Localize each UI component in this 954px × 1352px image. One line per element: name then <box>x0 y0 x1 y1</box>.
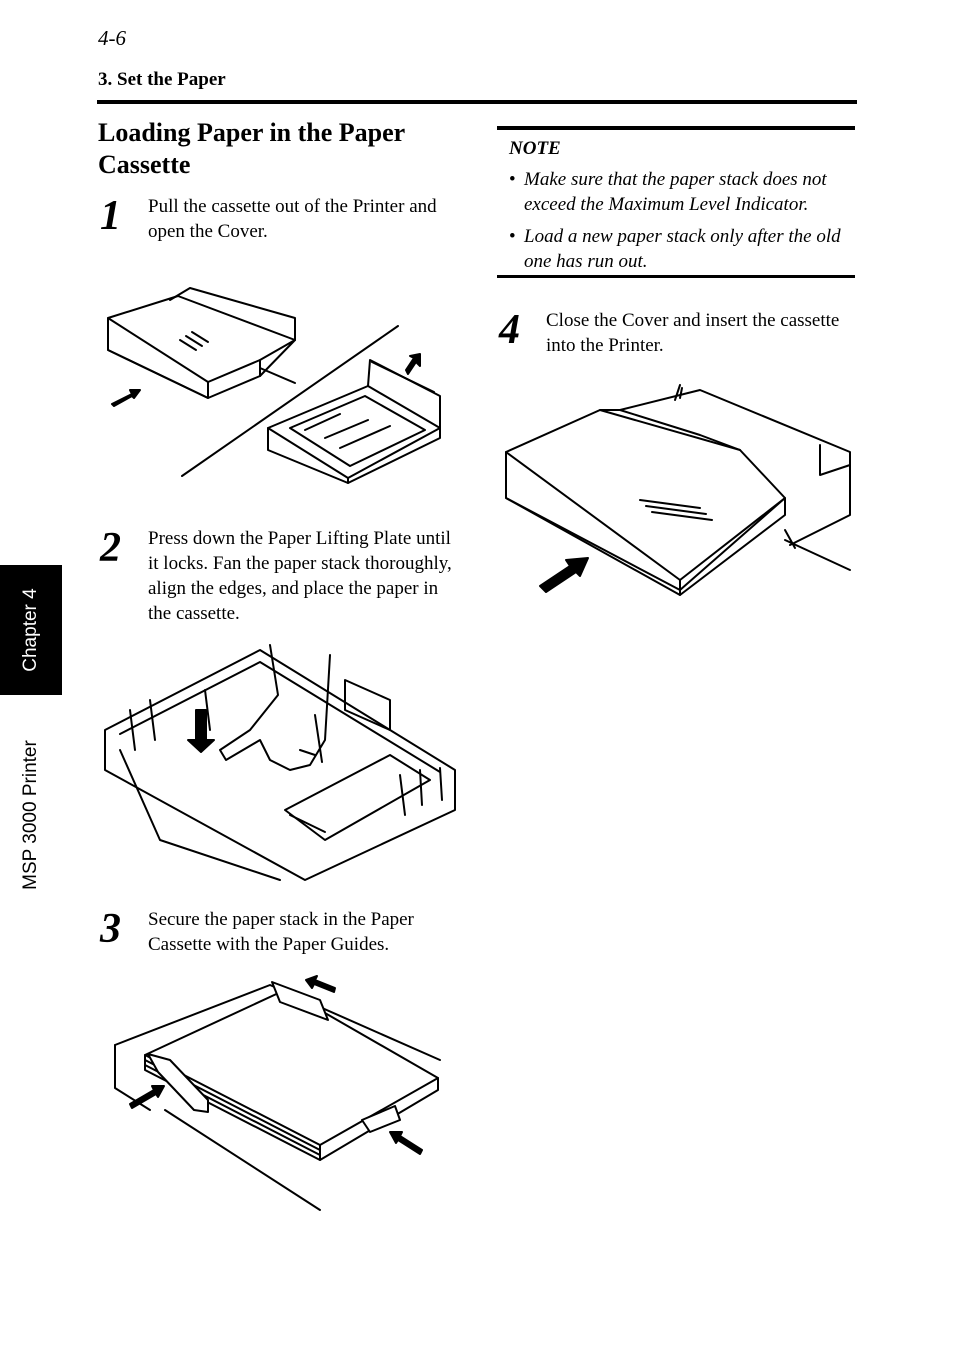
note-box: NOTE Make sure that the paper stack does… <box>497 126 855 278</box>
step-4-number: 4 <box>499 307 520 353</box>
step-3-number: 3 <box>100 906 121 952</box>
note-item: Make sure that the paper stack does not … <box>509 167 849 217</box>
section-header: 3. Set the Paper <box>98 69 226 90</box>
product-name-label: MSP 3000 Printer <box>20 740 41 890</box>
note-title: NOTE <box>509 138 561 159</box>
step-2-text: Press down the Paper Lifting Plate until… <box>148 528 452 624</box>
step-4-text: Close the Cover and insert the cassette … <box>546 310 840 356</box>
step-1-text: Pull the cassette out of the Printer and… <box>148 196 437 242</box>
cassette-insert-illustration <box>505 384 851 596</box>
step-2-number: 2 <box>100 525 121 571</box>
step-3-text: Secure the paper stack in the Paper Cass… <box>148 909 414 955</box>
step-1-number: 1 <box>100 193 121 239</box>
paper-lifting-plate-illustration <box>104 644 456 881</box>
cassette-pull-out-illustration <box>107 287 441 484</box>
section-title: Loading Paper in the Paper Cassette <box>98 118 405 179</box>
chapter-tab-label: Chapter 4 <box>20 588 41 672</box>
page-number: 4-6 <box>98 26 126 50</box>
note-list: Make sure that the paper stack does not … <box>509 167 849 281</box>
note-item: Load a new paper stack only after the ol… <box>509 224 849 274</box>
header-rule <box>97 100 857 104</box>
chapter-tab <box>0 565 62 695</box>
paper-guides-illustration <box>114 975 441 1211</box>
